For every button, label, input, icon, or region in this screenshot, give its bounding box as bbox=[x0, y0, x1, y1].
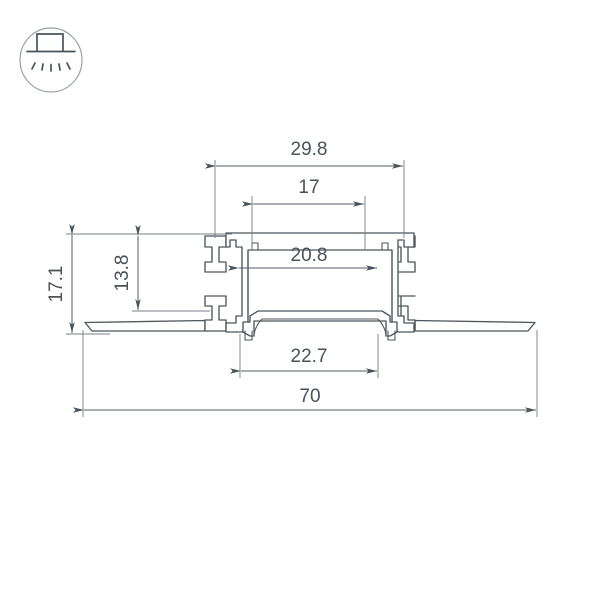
lens-right-clip bbox=[387, 330, 396, 341]
dimension-label-22-7: 22.7 bbox=[291, 346, 328, 367]
dimension-inner-height: 13.8 bbox=[112, 225, 210, 312]
dimension-overall-width: 70 bbox=[73, 330, 538, 417]
dimension-label-17: 17 bbox=[298, 177, 319, 198]
lens-left-clip bbox=[244, 330, 253, 341]
icon-circle bbox=[19, 27, 83, 93]
top-right-groove bbox=[381, 242, 389, 251]
lens-inner-curve bbox=[253, 318, 387, 335]
dimension-overall-height: 17.1 bbox=[46, 224, 232, 335]
left-wing-flange bbox=[84, 319, 206, 332]
dimension-inner-width: 20.8 bbox=[228, 245, 377, 271]
diffuser-lens bbox=[242, 310, 398, 337]
dimension-label-29-8: 29.8 bbox=[291, 139, 328, 160]
dimension-label-17-1: 17.1 bbox=[46, 266, 67, 303]
dimension-label-70: 70 bbox=[299, 386, 320, 407]
dimension-label-20-8: 20.8 bbox=[291, 245, 328, 266]
icon-light-rays bbox=[31, 62, 71, 72]
right-wing-flange bbox=[414, 319, 536, 332]
downlight-icon bbox=[19, 27, 83, 93]
dimension-aperture: 17 bbox=[242, 177, 366, 250]
dimension-outer-body: 29.8 bbox=[205, 139, 405, 238]
dimension-body-width: 22.7 bbox=[230, 334, 379, 378]
icon-fixture-box bbox=[36, 33, 64, 52]
profile-cross-section bbox=[84, 232, 536, 341]
dimension-label-13-8: 13.8 bbox=[112, 255, 133, 292]
